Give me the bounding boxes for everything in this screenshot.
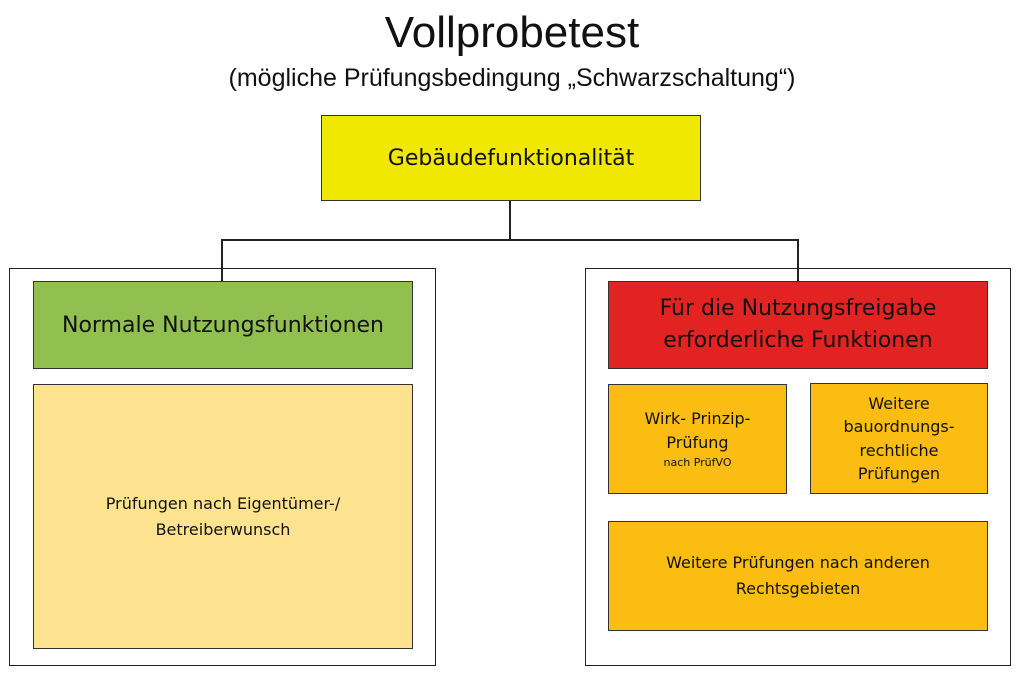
other-law-line2: Rechtsgebieten bbox=[735, 579, 861, 598]
principle-test-note: nach PrüfVO bbox=[663, 455, 732, 469]
connector-root-down bbox=[509, 201, 511, 240]
root-node-label: Gebäudefunktionalität bbox=[387, 145, 635, 171]
principle-test-line2: Prüfung bbox=[666, 432, 729, 452]
building-law-line1: Weitere bbox=[868, 394, 930, 414]
connector-right-down bbox=[797, 239, 799, 281]
building-law-line2: bauordnungs- bbox=[843, 417, 955, 437]
principle-test-box: Wirk- Prinzip- Prüfung nach PrüfVO bbox=[608, 384, 787, 494]
building-law-line3: rechtliche bbox=[859, 440, 939, 460]
other-law-line1: Weitere Prüfungen nach anderen bbox=[666, 553, 930, 573]
principle-test-line1: Wirk- Prinzip- bbox=[644, 408, 751, 428]
building-law-line4: Prüfungen bbox=[857, 463, 941, 483]
required-functions-header: Für die Nutzungsfreigabe erforderliche F… bbox=[608, 281, 988, 369]
building-law-tests-box: Weitere bauordnungs- rechtliche Prüfunge… bbox=[810, 383, 988, 494]
other-law-tests-box: Weitere Prüfungen nach anderen Rechtsgeb… bbox=[608, 521, 988, 631]
diagram-subtitle: (mögliche Prüfungsbedingung „Schwarzscha… bbox=[228, 64, 796, 92]
required-functions-line2: erforderliche Funktionen bbox=[663, 328, 933, 353]
owner-tests-line2: Betreiberwunsch bbox=[155, 519, 291, 539]
root-node: Gebäudefunktionalität bbox=[321, 115, 701, 201]
connector-left-down bbox=[221, 239, 223, 281]
connector-horizontal bbox=[221, 239, 799, 241]
normal-functions-header: Normale Nutzungsfunktionen bbox=[33, 281, 413, 369]
required-functions-line1: Für die Nutzungsfreigabe bbox=[659, 296, 937, 322]
owner-tests-box: Prüfungen nach Eigentümer-/ Betreiberwun… bbox=[33, 384, 413, 649]
owner-tests-line1: Prüfungen nach Eigentümer-/ bbox=[105, 493, 341, 513]
normal-functions-label: Normale Nutzungsfunktionen bbox=[61, 312, 384, 338]
diagram-title: Vollprobetest bbox=[384, 8, 640, 57]
